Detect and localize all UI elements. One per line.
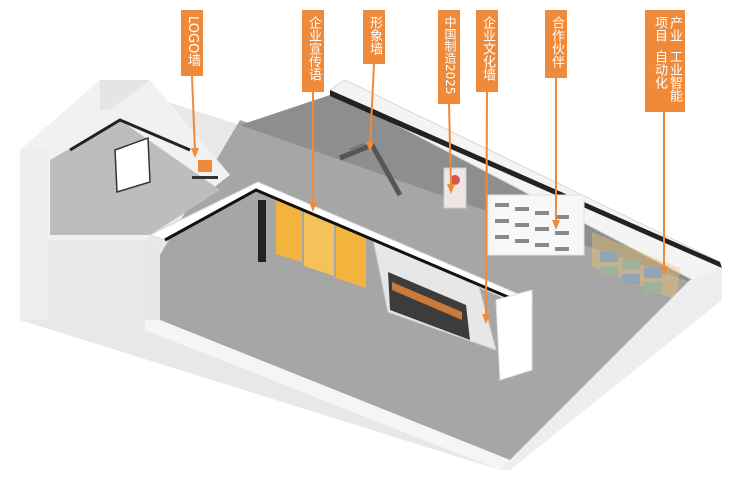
mic2025-panel	[443, 167, 467, 209]
back-wall-top-edge	[330, 90, 722, 268]
front-partition-edge	[164, 188, 516, 302]
label-image-wall: 形象墙	[363, 10, 385, 64]
projects-photos	[600, 252, 662, 292]
mic2025-logo	[450, 175, 460, 185]
label-slogan-wall-text: 企业宣传语	[306, 16, 321, 81]
culture-wall-end	[495, 289, 533, 381]
corridor-back-floor	[240, 95, 720, 282]
label-projects-line2: 产业项目	[652, 16, 682, 42]
slogan-pillar-left	[258, 200, 266, 262]
label-made-in-china-2025: 中国制造2025	[438, 10, 460, 104]
label-slogan-wall: 企业宣传语	[302, 10, 324, 92]
partners-logos	[487, 194, 585, 256]
logo-room-edge	[69, 118, 191, 152]
image-wall-arrow-tip	[349, 142, 366, 152]
slogan-panels	[276, 200, 366, 288]
label-image-wall-text: 形象墙	[367, 16, 382, 55]
culture-wall-screen	[388, 272, 470, 340]
logo-room-back-wall	[100, 80, 150, 110]
label-logo-wall: LOGO墙	[181, 10, 203, 76]
label-projects-line1: 工业智能自动化	[652, 50, 682, 102]
label-projects: 工业智能自动化 产业项目	[645, 10, 685, 112]
label-culture-wall: 企业文化墙	[476, 10, 498, 92]
leader-lines	[191, 63, 668, 324]
label-logo-wall-text: LOGO墙	[185, 16, 200, 67]
left-end-wall	[20, 150, 48, 320]
label-partners-text: 合作伙伴	[549, 16, 564, 68]
logo-room-door	[114, 136, 151, 193]
right-outer-wall	[500, 268, 722, 470]
label-culture-wall-text: 企业文化墙	[480, 16, 495, 81]
culture-wall-screen-stripe	[392, 282, 462, 320]
company-logo-mark	[192, 160, 218, 179]
front-outer-wall	[145, 320, 510, 470]
label-made-in-china-2025-text: 中国制造2025	[443, 16, 457, 95]
label-partners: 合作伙伴	[545, 10, 567, 78]
divider-wall	[145, 240, 160, 320]
